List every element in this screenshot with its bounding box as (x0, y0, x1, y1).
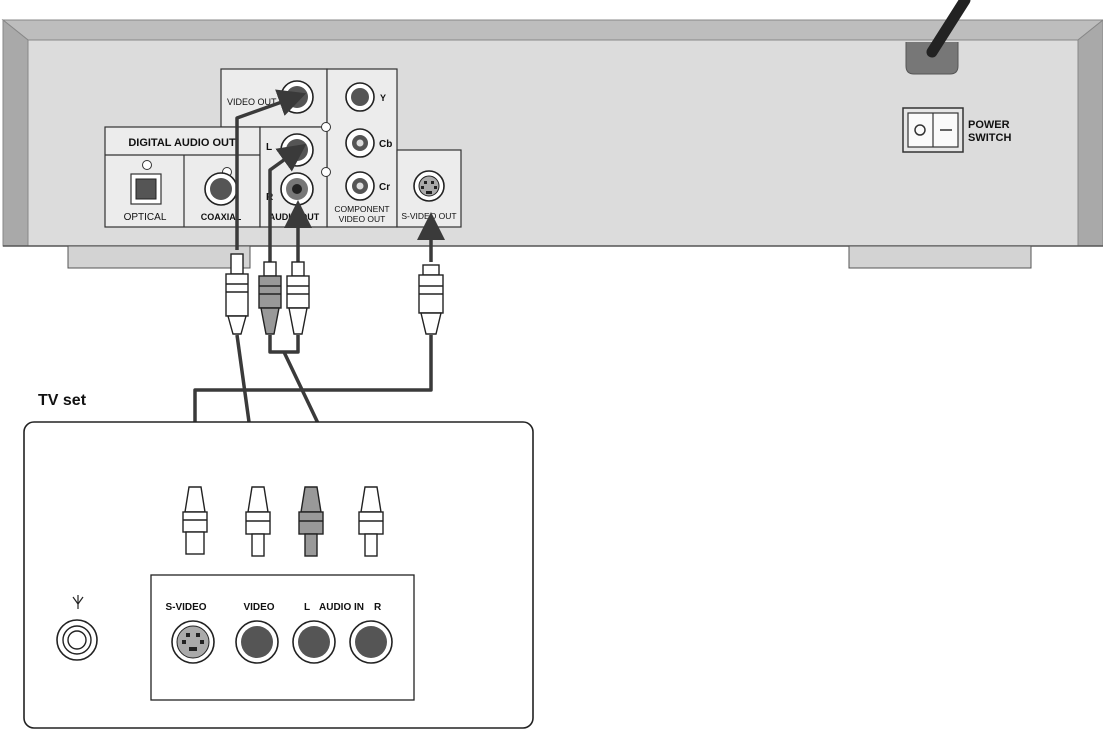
component-label-line1: COMPONENT (334, 204, 389, 214)
plug-video-top (225, 253, 249, 335)
component-cb-label: Cb (379, 139, 392, 150)
plug-video-bottom (245, 486, 271, 557)
plug-svideo-bottom (182, 486, 208, 555)
audio-r-jack[interactable] (280, 172, 314, 206)
tv-antenna-jack[interactable] (56, 619, 98, 661)
component-y-jack[interactable] (345, 82, 375, 112)
optical-jack[interactable] (130, 173, 162, 205)
tv-audio-r-label: R (374, 602, 382, 613)
svideo-out-label: S-VIDEO OUT (401, 211, 456, 221)
video-cable-top (235, 89, 307, 250)
tv-video-jack[interactable] (235, 620, 279, 664)
coaxial-label: COAXIAL (201, 212, 242, 222)
video-out-label: VIDEO OUT (227, 97, 277, 107)
audio-l-jack[interactable] (280, 133, 314, 167)
plug-audio-r-bottom (358, 486, 384, 557)
antenna-icon (72, 595, 84, 609)
tv-audio-r-jack[interactable] (349, 620, 393, 664)
optical-label: OPTICAL (124, 212, 167, 223)
audio-out-label: AUDIO OUT (269, 212, 320, 222)
tv-audio-l-label: L (304, 602, 310, 613)
tv-title: TV set (38, 392, 87, 409)
tv-audio-l-jack[interactable] (292, 620, 336, 664)
component-y-label: Y (380, 93, 386, 103)
tv-video-label: VIDEO (243, 602, 274, 613)
player-foot-right (848, 245, 1032, 269)
component-cb-jack[interactable] (345, 128, 375, 158)
power-label-line1: POWER (968, 119, 1010, 131)
plug-audio-r-top (286, 261, 310, 335)
tv-svideo-jack[interactable] (171, 620, 215, 664)
component-label-line2: VIDEO OUT (339, 214, 386, 224)
plug-svideo-top (418, 264, 444, 335)
component-cr-jack[interactable] (345, 171, 375, 201)
svideo-out-jack[interactable] (413, 170, 445, 202)
coaxial-jack[interactable] (204, 172, 238, 206)
panel-screws (142, 122, 331, 177)
player-foot-left (67, 245, 251, 269)
audio-l-label: L (266, 142, 272, 153)
tv-audio-in-label: AUDIO IN (319, 602, 364, 613)
video-out-jack[interactable] (280, 80, 314, 114)
component-cr-label: Cr (379, 182, 390, 193)
audio-l-cable-top (268, 143, 307, 262)
digital-audio-out-label: DIGITAL AUDIO OUT (128, 137, 236, 149)
power-cord (905, 0, 971, 75)
audio-pair-link-top (268, 335, 300, 354)
plug-audio-l-top (258, 261, 282, 335)
power-label-line2: SWITCH (968, 132, 1011, 144)
plug-audio-l-bottom (298, 486, 324, 557)
power-switch-icon[interactable] (902, 107, 964, 153)
tv-svideo-label: S-VIDEO (165, 602, 206, 613)
power-off-mark (914, 124, 926, 136)
